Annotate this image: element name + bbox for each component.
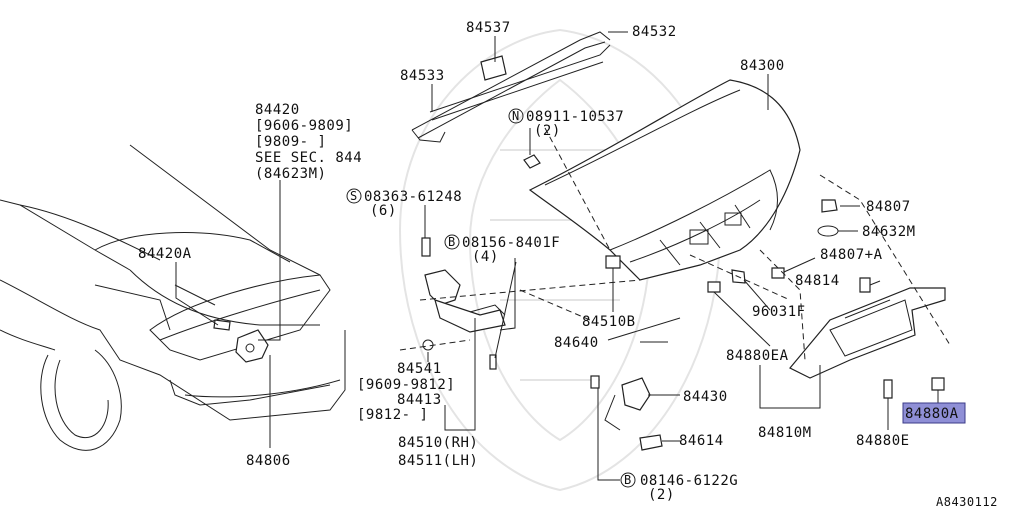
label-84420-range-2: [9809- ]	[255, 134, 326, 150]
label-84810m: 84810M	[758, 425, 812, 441]
label-84880ea: 84880EA	[726, 348, 789, 364]
leader-lines	[175, 31, 951, 481]
garnish-84810m-drawing	[789, 287, 946, 379]
label-84510b: 84510B	[582, 314, 636, 330]
label-84533: 84533	[400, 68, 445, 84]
small-parts	[605, 199, 945, 399]
latch-84806-drawing	[213, 319, 269, 363]
label-84420-range-1: [9606-9809]	[255, 118, 353, 134]
label-screw-qty: (6)	[370, 203, 397, 219]
circle-letter-n: N	[512, 109, 520, 123]
label-screw-number: 08363-61248	[364, 189, 462, 205]
label-84640: 84640	[554, 335, 599, 351]
circled-letter-markers: N S B B	[346, 108, 636, 488]
label-84532: 84532	[632, 24, 677, 40]
label-84511-lh: 84511(LH)	[398, 453, 478, 469]
label-84807: 84807	[866, 199, 911, 215]
car-illustration	[0, 144, 346, 451]
label-84880a: 84880A	[905, 406, 959, 422]
circle-letter-b-2: B	[624, 473, 632, 487]
label-84541: 84541	[397, 361, 442, 377]
label-bolt2-number: 08146-6122G	[640, 473, 738, 489]
label-84413-range: [9812- ]	[357, 407, 428, 423]
label-84614: 84614	[679, 433, 724, 449]
label-bolt-qty: (4)	[472, 249, 499, 265]
label-84420: 84420	[255, 102, 300, 118]
label-84541-range: [9609-9812]	[357, 377, 455, 393]
label-84806: 84806	[246, 453, 291, 469]
label-84632m: 84632M	[862, 224, 916, 240]
label-84880e: 84880E	[856, 433, 910, 449]
part-labels: 84537 84532 84533 84300 08911-10537 (2) …	[138, 20, 998, 509]
figure-code: A8430112	[936, 495, 998, 509]
circle-letter-s: S	[350, 189, 358, 203]
label-nut-number: 08911-10537	[526, 109, 624, 125]
label-see-section-ref: (84623M)	[255, 166, 326, 182]
label-84300: 84300	[740, 58, 785, 74]
lock-84430-drawing	[590, 317, 681, 451]
label-84420a: 84420A	[138, 246, 192, 262]
label-84510-rh: 84510(RH)	[398, 435, 478, 451]
label-see-section: SEE SEC. 844	[255, 150, 362, 166]
circle-letter-b: B	[448, 235, 456, 249]
label-84807a: 84807+A	[820, 247, 883, 263]
label-bolt-number: 08156-8401F	[462, 235, 560, 251]
label-nut-qty: (2)	[534, 123, 561, 139]
hinge-84510-drawing	[421, 237, 506, 370]
label-84413: 84413	[397, 392, 442, 408]
label-bolt2-qty: (2)	[648, 487, 675, 503]
label-96031f: 96031F	[752, 304, 806, 320]
label-84430: 84430	[683, 389, 728, 405]
highlight-84880a	[902, 402, 966, 424]
trunk-lid-drawing	[523, 79, 801, 281]
label-84814: 84814	[795, 273, 840, 289]
label-84537: 84537	[466, 20, 511, 36]
torsion-bars-drawing	[411, 31, 611, 143]
